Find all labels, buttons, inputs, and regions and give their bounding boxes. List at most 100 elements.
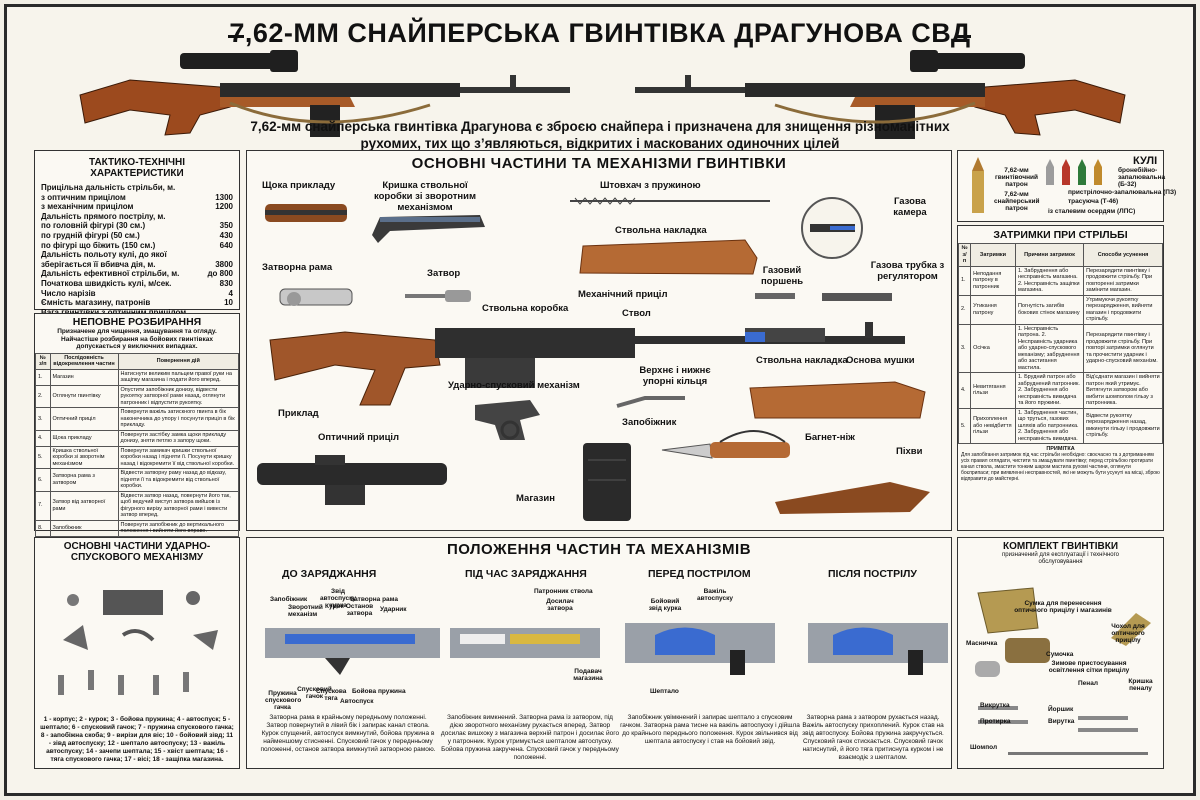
ttx-row-value: 3800 [215, 259, 233, 269]
position-diagram-1 [265, 628, 440, 675]
ttx-row-label: по головній фігурі (30 см.) [41, 221, 146, 231]
ttx-row-value: 830 [219, 278, 233, 288]
ammo-bullet-b32: бронебійно-запалювальна (Б-32) [1118, 167, 1166, 188]
ttx-row: Дальність прямого пострілу, м. [35, 212, 239, 222]
rifle-left-illustration [79, 50, 570, 137]
table-header-cell: Послідовність відокремлення частин [49, 352, 119, 370]
table-header-cell: Повернення дій [117, 352, 239, 370]
kit-label-cover: Чохол для оптичного прицілу [1111, 623, 1145, 644]
table-cell: Повернути важіль затискного гвинта в бік… [117, 407, 239, 431]
position-diagram-3 [625, 623, 775, 675]
kit-label-case: Пенал [1078, 680, 1098, 687]
ttx-row-value: до 800 [207, 269, 233, 279]
pos-label-autosear-part: Автоспуск [340, 698, 374, 705]
disassembly-intro: Призначене для чищення, змащування та ог… [57, 328, 217, 350]
ttx-row-value: 640 [219, 240, 233, 250]
trigger-parts-illustration [58, 590, 218, 695]
pos-label-trigger-rod: Спускова тяга [316, 688, 347, 702]
kit-tools-illustration [978, 706, 1148, 755]
table-cell: Відвести затвор назад, повернути його та… [117, 490, 239, 521]
position-caption-2: Запобіжник вимкнений. Затворна рама із з… [440, 714, 620, 761]
pos-label-autosear: Звід автоспуску курка [320, 588, 356, 609]
pos-label-mainspring: Бойова пружина [352, 688, 406, 695]
pos-label-full-cock: Бойовий звід курка [648, 598, 682, 612]
kit-label-screwdriver: Викрутка [980, 702, 1010, 709]
position-caption-1: Затворна рама в крайньому передньому пол… [260, 714, 436, 753]
position-diagram-4 [808, 623, 948, 675]
table-header-cell: № з/п [957, 243, 972, 267]
pos-label-follower: Подавач магазина [573, 668, 603, 682]
gas-piston-illustration [755, 293, 795, 299]
ttx-row: зберігається її вбивча дія, м. 3800 [35, 260, 239, 270]
ttx-row: по головній фігурі (30 см.)350 [35, 221, 239, 231]
table-cell: Затвор від затворної рами [49, 490, 119, 521]
label-pusher: Штовхач з пружиною [600, 180, 701, 191]
table-cell: Повернути запобіжник до вертикального по… [117, 519, 239, 537]
ttx-row: Дальність ефективної стрільби, м.до 800 [35, 269, 239, 279]
ttx-row-value [199, 183, 233, 193]
ttx-row-label: зберігається її вбивча дія, м. [41, 259, 156, 269]
disassembly-panel: НЕПОВНЕ РОЗБИРАННЯ Призначене для чищенн… [34, 313, 240, 601]
table-cell: Натиснути великим пальцем правої руки на… [117, 368, 239, 386]
pos-label-striker: Ударник [380, 606, 407, 613]
pos-label-hammer: Курок [325, 603, 344, 610]
table-row: 5.Кришка ствольної коробки зі зворотнім … [35, 445, 239, 469]
ttx-header: ТАКТИКО-ТЕХНІЧНІ ХАРАКТЕРИСТИКИ [88, 157, 186, 179]
table-cell: 1. Брудний патрон або забруднений патрон… [1014, 372, 1085, 409]
table-cell: 6. [35, 468, 51, 492]
pos-label-autosear-lever: Важіль автоспуску [697, 588, 733, 602]
table-cell: Відвести затворну раму назад до відказу,… [117, 468, 239, 492]
cheek-piece-illustration [265, 204, 347, 222]
table-cell: 1. [957, 265, 972, 296]
pos-label-trigger-spring: Пружина спускового гачка [265, 690, 302, 711]
ttx-row-value: 430 [219, 230, 233, 240]
kit-cover-illustration [1111, 613, 1151, 646]
ttx-row-label: Початкова швидкість кулі, м/сек. [41, 278, 172, 288]
poster-subtitle: 7,62-мм снайперська гвинтівка Драгунова … [250, 119, 950, 151]
ttx-row-label: Прицільна дальність стрільби, м. [41, 183, 176, 192]
label-gas-tube: Газова трубка з регулятором [870, 260, 945, 282]
position-caption-3: Запобіжник увімкнений і запирає шептало … [620, 714, 800, 745]
ttx-row-label: Вага гвинтівки з оптичним прицілом, [41, 308, 188, 318]
table-header-cell: Причини затримок [1014, 243, 1085, 267]
table-cell: 2. [957, 294, 972, 325]
label-trigger: Ударно-спусковий механізм [448, 380, 580, 391]
position-diagram-2 [450, 628, 600, 658]
poster-title: 7,62-ММ СНАЙПЕРСЬКА ГВИНТІВКА ДРАГУНОВА … [229, 18, 971, 48]
table-cell: 1. Несправність патрона. 2. Несправність… [1014, 323, 1085, 373]
pos-label-carrier: Затворна рама [350, 596, 398, 603]
table-cell: Щока прикладу [49, 429, 119, 447]
position-caption-4: Затворна рама з затвором рухається назад… [802, 714, 944, 761]
ttx-row-label: з оптичним прицілом [41, 192, 126, 202]
ttx-row-value [199, 212, 233, 222]
label-gas-chamber: Газова камера [893, 196, 927, 218]
ttx-row-value [199, 250, 233, 260]
handguard-lower-illustration [749, 381, 926, 419]
ammo-bullet-t46: трасуюча (Т-46) [1068, 198, 1119, 205]
table-cell: Затворна рама з затвором [49, 468, 119, 492]
kit-label-pouch: Сумочка [1046, 651, 1074, 658]
bolt-illustration [405, 290, 471, 302]
kit-label-key: Вирутка [1048, 718, 1075, 725]
kit-label-wiper: Протирка [980, 718, 1011, 725]
table-cell: Магазин [49, 368, 119, 386]
label-optic: Оптичний приціл [318, 432, 400, 443]
gas-chamber-zoom-illustration [801, 197, 863, 259]
label-bolt: Затвор [427, 268, 461, 279]
ttx-row: Вага гвинтівки з оптичним прицілом, [35, 308, 239, 318]
ttx-row-label: по фігурі що біжить (150 см.) [41, 240, 156, 250]
label-sight: Механічний приціл [578, 289, 668, 300]
label-front-sight: Основа мушки [846, 355, 915, 366]
table-cell: Оптичний приціл [49, 407, 119, 431]
table-cell: Запобіжник [49, 519, 119, 537]
label-cover: Кришка ствольної коробки зі зворотним ме… [373, 180, 476, 213]
table-cell: Прихоплення або невідбиття гільзи [970, 407, 1016, 444]
delays-note: Для запобігання затримок під час стрільб… [961, 452, 1160, 482]
kit-panel: КОМПЛЕКТ ГВИНТІВКИ призначений для експл… [957, 537, 1164, 769]
ttx-panel: ТАКТИКО-ТЕХНІЧНІ ХАРАКТЕРИСТИКИ Прицільн… [34, 150, 240, 355]
